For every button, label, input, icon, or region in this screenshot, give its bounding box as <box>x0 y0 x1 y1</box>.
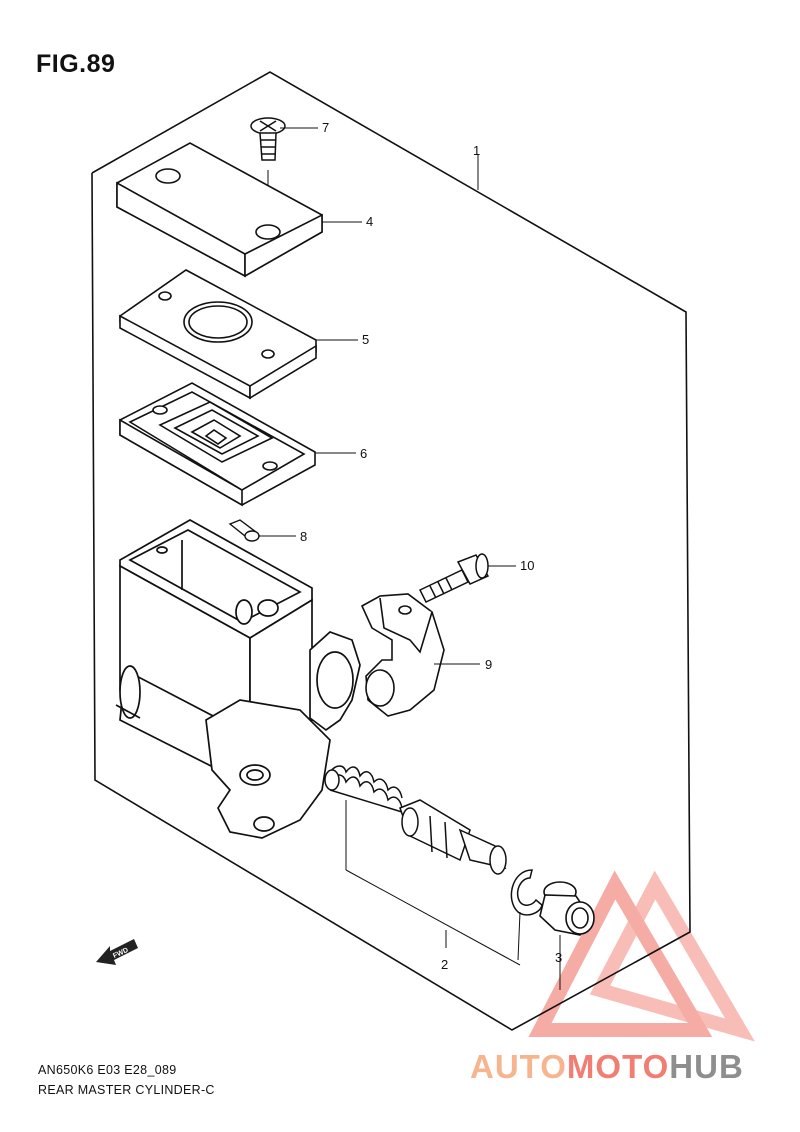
callout-1: 1 <box>473 143 481 158</box>
piston-spring-part-2 <box>324 765 521 966</box>
callout-2: 2 <box>441 957 449 972</box>
clamp-part-9 <box>360 593 445 717</box>
watermark-part-3: HUB <box>669 1048 744 1085</box>
diagram-name: REAR MASTER CYLINDER-C <box>38 1083 215 1097</box>
callout-6: 6 <box>360 446 368 461</box>
clip-part-8 <box>228 519 260 542</box>
callout-3: 3 <box>555 950 563 965</box>
diaphragm-part-6 <box>119 382 316 507</box>
callout-7: 7 <box>322 120 330 135</box>
callout-4: 4 <box>366 214 374 229</box>
watermark-triangle-icon <box>528 870 755 1042</box>
watermark-part-1: AUTO <box>470 1048 567 1085</box>
figure-title: FIG.89 <box>36 50 116 78</box>
circlip <box>510 869 543 961</box>
dust-boot-part-3 <box>539 881 595 990</box>
master-cylinder-body <box>115 519 361 839</box>
diaphragm-plate-part-5 <box>119 269 317 400</box>
reservoir-cap-part-4 <box>116 142 323 278</box>
fwd-arrow-icon: FWD <box>96 939 138 965</box>
callout-10: 10 <box>520 558 535 573</box>
leader-lines <box>258 127 516 948</box>
assembly-frame <box>91 71 691 1031</box>
callout-8: 8 <box>300 529 308 544</box>
watermark-logo: AUTOMOTOHUB <box>470 1048 744 1086</box>
model-code: AN650K6 E03 E28_089 <box>38 1063 177 1077</box>
callout-5: 5 <box>362 332 370 347</box>
callout-9: 9 <box>485 657 493 672</box>
watermark-part-2: MOTO <box>566 1048 670 1085</box>
bolt-part-10 <box>418 553 490 603</box>
